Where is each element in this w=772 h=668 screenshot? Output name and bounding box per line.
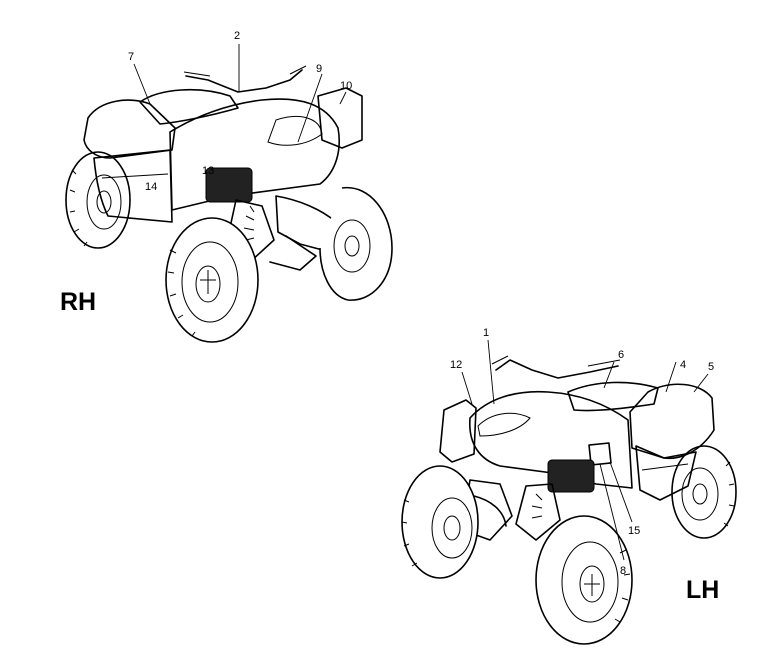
lh-front-tire-far xyxy=(401,465,479,579)
lh-front-body xyxy=(469,390,633,489)
lh-view-label: LH xyxy=(686,576,719,604)
rh-callout-10: 10 xyxy=(340,80,352,92)
rh-callout-9: 9 xyxy=(316,63,322,75)
rh-side-panel xyxy=(93,149,173,223)
lh-decal-panel xyxy=(588,442,612,466)
lh-engine-suspension xyxy=(461,459,595,541)
lh-callout-4: 4 xyxy=(680,359,686,371)
lh-callout-5: 5 xyxy=(708,361,714,373)
rh-seat xyxy=(139,88,239,125)
atv-left-side-view xyxy=(401,339,737,645)
rh-callout-2: 2 xyxy=(234,30,240,42)
lh-callout-6: 6 xyxy=(618,349,624,361)
lh-rear-tire xyxy=(671,445,737,539)
lh-handlebars xyxy=(495,359,619,379)
atv-right-side-view xyxy=(65,44,393,343)
rh-rear-tire xyxy=(65,151,131,249)
rh-front-body xyxy=(169,98,340,211)
rh-callout-14: 14 xyxy=(145,181,157,193)
lh-callout-12: 12 xyxy=(450,359,462,371)
rh-handlebars xyxy=(185,69,303,93)
rh-front-rack xyxy=(317,87,363,149)
rh-view-label: RH xyxy=(60,288,96,316)
lh-seat xyxy=(567,381,659,412)
rh-front-tire-near xyxy=(165,217,259,343)
lh-front-rack xyxy=(439,399,477,463)
lh-callout-1: 1 xyxy=(483,327,489,339)
rh-front-tire-far xyxy=(319,186,393,301)
lh-callout-15: 15 xyxy=(628,525,640,537)
lh-front-tire-near xyxy=(535,515,633,645)
lh-side-panel xyxy=(635,445,697,501)
lh-callout-8: 8 xyxy=(620,565,626,577)
rh-callout-13: 13 xyxy=(202,165,214,177)
rh-rear-fender xyxy=(83,99,176,159)
rh-callout-7: 7 xyxy=(128,51,134,63)
